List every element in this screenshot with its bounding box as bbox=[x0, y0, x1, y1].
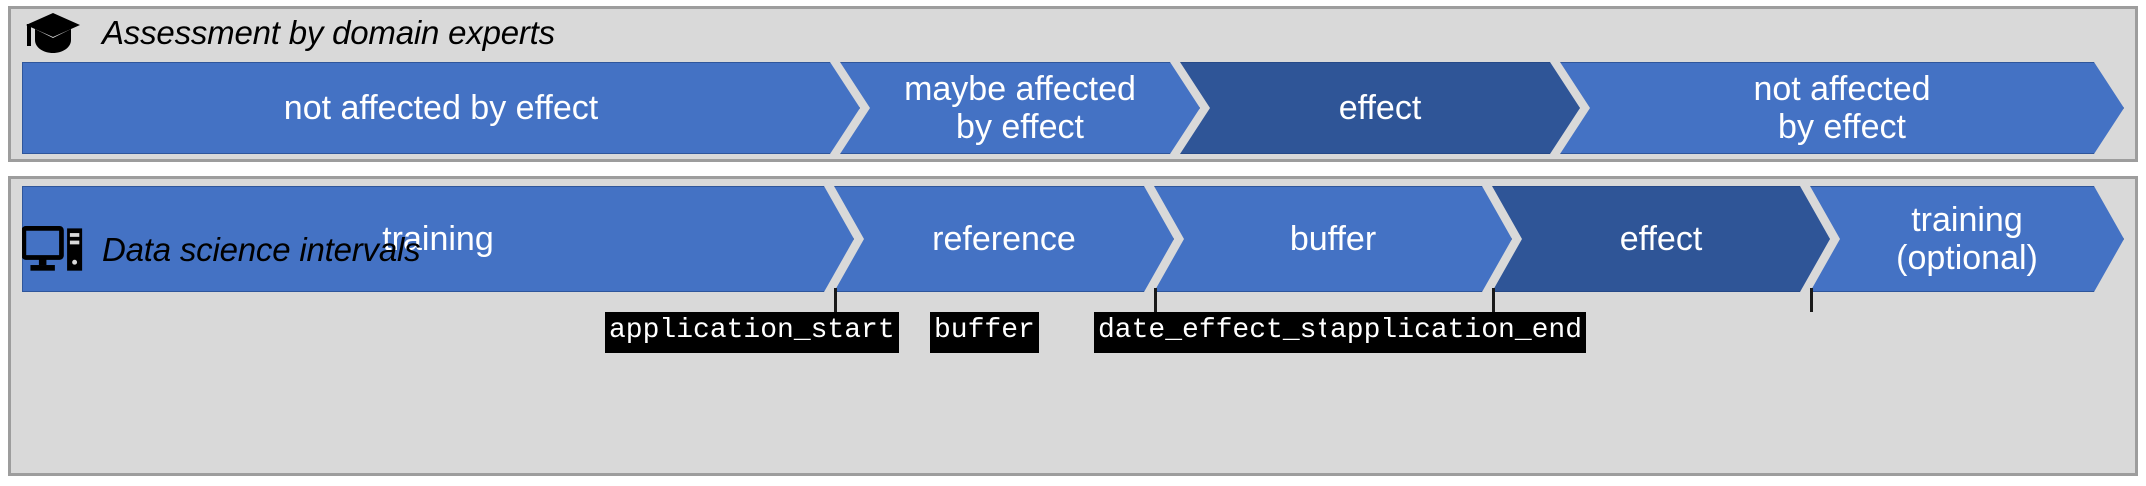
segment-label: effect bbox=[1619, 219, 1703, 258]
segment-label: buffer bbox=[1289, 219, 1377, 258]
segment-training-optional[interactable]: training (optional) bbox=[1810, 186, 2124, 292]
tick-date-effect-start bbox=[1492, 288, 1495, 312]
caption-domain-experts: Assessment by domain experts bbox=[22, 6, 555, 60]
segment-reference[interactable]: reference bbox=[834, 186, 1174, 292]
code-label-application-end: application_end bbox=[1326, 312, 1587, 353]
band-domain-experts: not affected by effect maybe affected by… bbox=[22, 62, 2124, 154]
segment-effect-experts[interactable]: effect bbox=[1180, 62, 1580, 154]
segment-training[interactable]: training bbox=[22, 186, 854, 292]
caption-data-science-label: Data science intervals bbox=[102, 231, 421, 268]
tick-application-start bbox=[834, 288, 837, 312]
caption-data-science: Data science intervals bbox=[22, 222, 421, 278]
graduation-cap-icon bbox=[22, 7, 84, 59]
segment-label: maybe affected by effect bbox=[904, 69, 1136, 146]
tick-application-end bbox=[1810, 288, 1813, 312]
code-label-buffer: buffer bbox=[930, 312, 1039, 353]
band-data-science: training reference buffer effect trainin… bbox=[22, 186, 2124, 292]
segment-label: effect bbox=[1338, 88, 1422, 127]
segment-not-affected-2[interactable]: not affected by effect bbox=[1560, 62, 2124, 154]
segment-label: not affected by effect bbox=[283, 88, 599, 127]
segment-label: training (optional) bbox=[1896, 200, 2038, 277]
segment-not-affected-1[interactable]: not affected by effect bbox=[22, 62, 860, 154]
segment-maybe-affected[interactable]: maybe affected by effect bbox=[840, 62, 1200, 154]
segment-buffer[interactable]: buffer bbox=[1154, 186, 1512, 292]
segment-label: reference bbox=[932, 219, 1076, 258]
segment-label: training bbox=[382, 219, 494, 258]
segment-effect-datascience[interactable]: effect bbox=[1492, 186, 1830, 292]
segment-label: not affected by effect bbox=[1753, 69, 1931, 146]
desktop-computer-icon bbox=[22, 224, 84, 276]
code-label-application-start: application_start bbox=[605, 312, 899, 353]
tick-buffer bbox=[1154, 288, 1157, 312]
caption-domain-experts-label: Assessment by domain experts bbox=[102, 14, 555, 51]
